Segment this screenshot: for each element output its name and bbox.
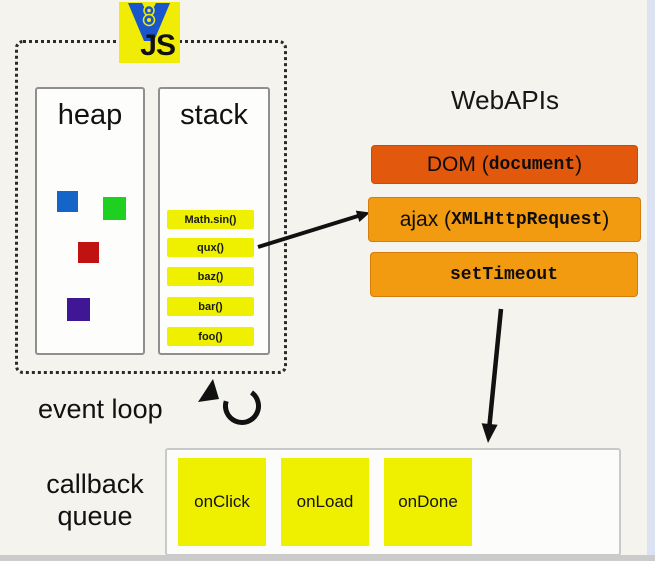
arrow-stack-to-webapis <box>257 210 370 249</box>
screen-right-edge <box>647 0 655 555</box>
heap-object-purple <box>67 298 90 321</box>
webapi-dom-suffix: ) <box>575 152 583 176</box>
webapi-dom-code: document <box>488 154 576 175</box>
webapi-settimeout: setTimeout <box>370 252 638 297</box>
js-logo-text: JS <box>140 29 176 62</box>
stack-frame: baz() <box>167 267 254 286</box>
heap-box: heap <box>35 87 145 355</box>
webapi-ajax-suffix: ) <box>602 207 610 231</box>
arrow-webapis-to-queue <box>481 308 504 443</box>
js-logo: JS <box>119 2 180 63</box>
webapi-dom: DOM (document) <box>371 145 638 184</box>
loop-arrow-icon <box>198 379 261 425</box>
heap-object-blue <box>57 191 78 212</box>
callback-item: onDone <box>384 458 472 546</box>
stack-frame: Math.sin() <box>167 210 254 229</box>
event-loop-label: event loop <box>38 394 163 424</box>
callback-queue-label-line1: callback <box>46 469 144 499</box>
heap-object-green <box>103 197 126 220</box>
heap-label: heap <box>57 99 123 131</box>
v8-icon <box>128 3 170 41</box>
stack-label: stack <box>180 99 248 131</box>
webapi-ajax-prefix: ajax ( <box>399 207 452 231</box>
webapi-dom-prefix: DOM ( <box>426 152 489 176</box>
webapis-title: WebAPIs <box>451 85 559 115</box>
webapi-settimeout-code: setTimeout <box>449 264 559 285</box>
callback-queue-label: callback queue <box>28 468 162 533</box>
callback-item: onLoad <box>281 458 369 546</box>
callback-item: onClick <box>178 458 266 546</box>
screen-bottom-edge <box>0 555 655 561</box>
heap-object-red <box>78 242 99 263</box>
stack-frame: bar() <box>167 297 254 316</box>
stack-frame: qux() <box>167 238 254 257</box>
stack-frame: foo() <box>167 327 254 346</box>
callback-queue-label-line2: queue <box>57 501 133 532</box>
webapi-ajax-code: XMLHttpRequest <box>451 209 603 230</box>
webapi-ajax: ajax (XMLHttpRequest) <box>368 197 641 242</box>
